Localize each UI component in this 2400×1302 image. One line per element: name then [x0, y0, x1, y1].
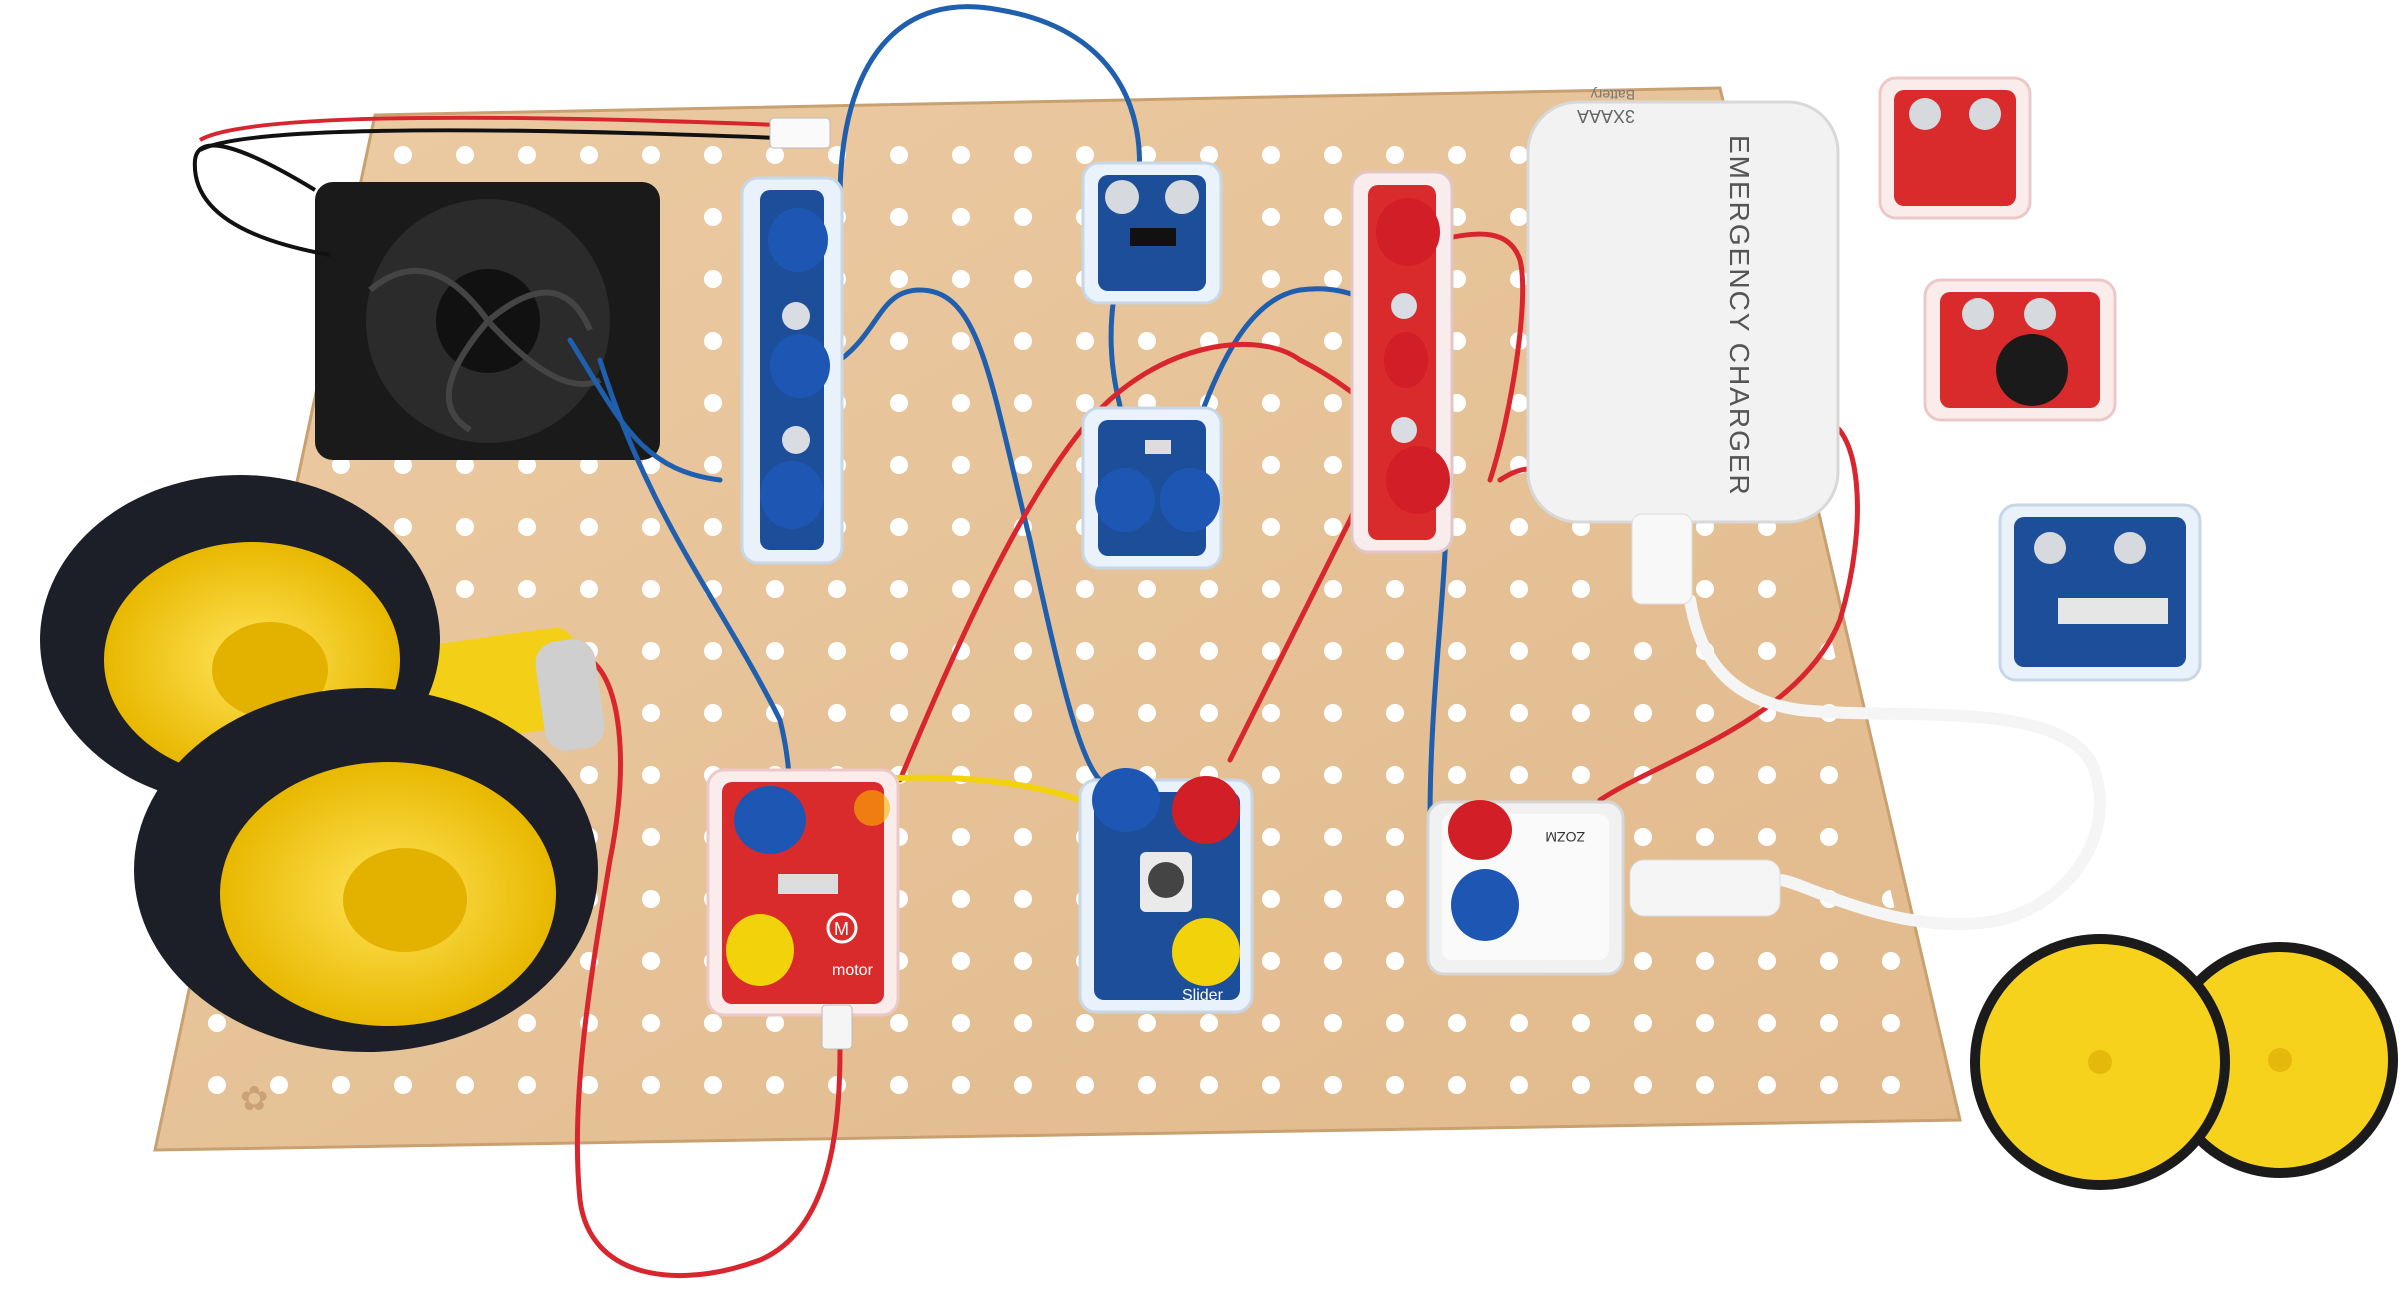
potentiometer-module: Slider: [1078, 768, 1254, 1014]
slider-label: Slider: [1182, 987, 1224, 1004]
blue-connector-plugs: [760, 208, 830, 529]
usb-cable: [1684, 594, 2106, 931]
cooling-fan: [192, 115, 831, 460]
front-wheel: [134, 688, 598, 1052]
motor-symbol: M: [834, 919, 849, 939]
spare-wheel-discs: [1970, 934, 2398, 1190]
power-bank-label: EMERGENCY CHARGER: [1724, 135, 1755, 497]
loose-red-led-module: [1878, 76, 2032, 220]
motor-module: M motor: [706, 768, 900, 1050]
blue-switch-module: [1081, 406, 1223, 570]
blue-diode-module: [1081, 161, 1223, 305]
motor-label: motor: [832, 962, 874, 979]
usb-power-module: ZOZM: [1426, 800, 1781, 976]
fan-connector: [769, 117, 831, 149]
red-module-strip: [1350, 170, 1454, 554]
motor-connector: [821, 1004, 853, 1050]
motor-can: [535, 639, 605, 751]
geared-motor-with-wheels: [40, 475, 605, 1052]
usb-c-plug: [1629, 859, 1781, 917]
usb-module-label: ZOZM: [1545, 829, 1585, 845]
loose-slider-module: [1998, 503, 2202, 682]
battery-sub-label: Battery: [1591, 87, 1635, 103]
blue-module-strip: [740, 176, 844, 565]
loose-buzzer-module: [1923, 278, 2117, 422]
power-bank: EMERGENCY CHARGER 3XAAA Battery: [1526, 87, 1840, 605]
fan-blades: [368, 267, 602, 433]
usb-plug: [1631, 513, 1693, 605]
board-logo: ✿: [240, 1080, 269, 1118]
battery-type-label: 3XAAA: [1577, 106, 1635, 126]
